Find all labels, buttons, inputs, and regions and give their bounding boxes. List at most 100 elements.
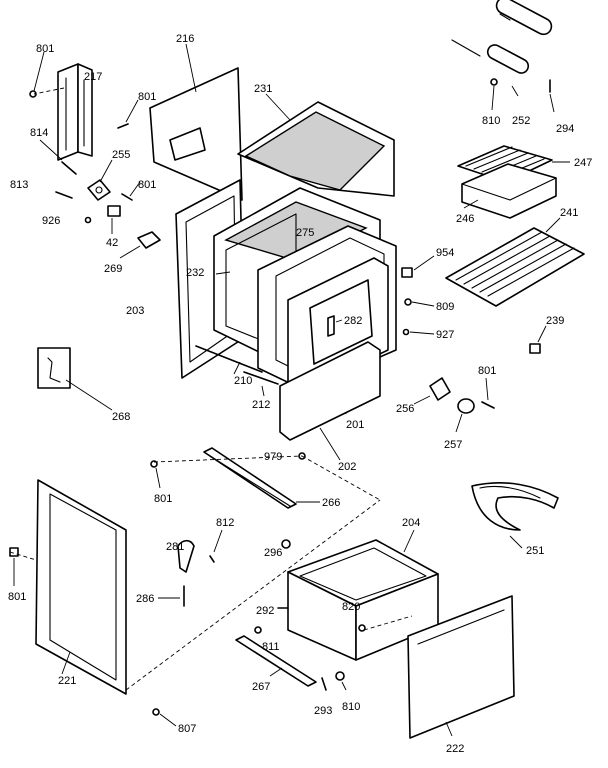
assembly-guide-lines [9, 87, 413, 691]
part-293-fastener [321, 677, 327, 691]
callout-212: 212 [252, 399, 270, 411]
callout-241: 241 [560, 207, 578, 219]
callout-820: 820 [342, 601, 360, 613]
callout-814: 814 [30, 127, 48, 139]
screw-801 [150, 460, 161, 489]
callout-801: 801 [478, 365, 496, 377]
part-241-oven-rack [445, 217, 585, 307]
callout-811: 811 [262, 641, 280, 653]
callout-294: 294 [556, 123, 574, 135]
part-954-knob [401, 255, 435, 278]
part-811-screw [254, 626, 262, 634]
callout-247: 247 [574, 157, 592, 169]
callout-221: 221 [58, 675, 76, 687]
part-222-drawer-panel [407, 595, 515, 739]
callout-801: 801 [8, 591, 26, 603]
callout-801: 801 [138, 179, 156, 191]
part-256-lamp-socket [413, 377, 451, 405]
callout-266: 266 [322, 497, 340, 509]
part-267-drawer-rail [235, 635, 317, 687]
part-268-hinge [37, 347, 113, 411]
callout-286: 286 [136, 593, 154, 605]
callout-267: 267 [252, 681, 270, 693]
callout-210: 210 [234, 375, 252, 387]
callout-232: 232 [186, 267, 204, 279]
part-252-element [451, 0, 553, 97]
part-294-fastener [549, 79, 555, 113]
callout-926: 926 [42, 215, 60, 227]
part-281-handle [177, 539, 195, 573]
callout-296: 296 [264, 547, 282, 559]
callout-269: 269 [104, 263, 122, 275]
callout-257: 257 [444, 439, 462, 451]
callout-201: 201 [346, 419, 364, 431]
callout-255: 255 [112, 149, 130, 161]
callout-222: 222 [446, 743, 464, 755]
callout-42: 42 [106, 237, 118, 249]
callout-217: 217 [84, 71, 102, 83]
part-266-drawer-slide [203, 447, 320, 509]
callout-801: 801 [154, 493, 172, 505]
callout-203: 203 [126, 305, 144, 317]
callout-252: 252 [512, 115, 530, 127]
part-286-rod [158, 585, 185, 607]
part-810-screw [490, 78, 498, 111]
part-212-trim [243, 371, 279, 397]
callout-281: 281 [166, 541, 184, 553]
part-282-door-lock [327, 315, 343, 337]
part-926-fastener [84, 216, 92, 224]
screw-801 [121, 181, 141, 201]
part-204-storage-drawer [287, 529, 439, 661]
part-269-bracket [119, 231, 161, 259]
callout-810: 810 [482, 115, 500, 127]
callout-256: 256 [396, 403, 414, 415]
part-257-lamp-cover [455, 398, 475, 433]
callout-239: 239 [546, 315, 564, 327]
part-202-door-gasket [279, 341, 381, 461]
callout-807: 807 [178, 723, 196, 735]
part-251-bake-element [471, 481, 559, 549]
screw-814 [39, 139, 77, 175]
callout-927: 927 [436, 329, 454, 341]
part-809-screw [404, 298, 435, 307]
screw-813 [55, 191, 73, 199]
part-820-screw [358, 624, 366, 632]
screw-801 [9, 547, 19, 586]
part-231-cabinet-top [237, 93, 395, 197]
callout-979: 979 [264, 451, 282, 463]
callout-812: 812 [216, 517, 234, 529]
callout-202: 202 [338, 461, 356, 473]
callout-246: 246 [456, 213, 474, 225]
screw-801 [481, 377, 495, 409]
callout-954: 954 [436, 247, 454, 259]
callout-809: 809 [436, 301, 454, 313]
callout-801: 801 [138, 91, 156, 103]
callout-231: 231 [254, 83, 272, 95]
callout-292: 292 [256, 605, 274, 617]
part-810-screw [335, 671, 347, 691]
part-201-oven-door [287, 257, 389, 415]
part-927-fastener [402, 328, 435, 336]
part-246-broiler-pan [461, 163, 557, 219]
part-239-rack-stop [529, 325, 547, 354]
part-812-screw [209, 529, 223, 563]
callout-251: 251 [526, 545, 544, 557]
callout-813: 813 [10, 179, 28, 191]
part-210-trim [195, 345, 263, 375]
callout-268: 268 [112, 411, 130, 423]
part-42-clip [107, 205, 121, 234]
part-296-fastener [281, 539, 291, 549]
callout-801: 801 [36, 43, 54, 55]
callout-labels: 801 217 216 801 231 814 255 813 801 926 … [8, 33, 592, 755]
part-216-back-panel [149, 43, 243, 201]
callout-275: 275 [296, 227, 314, 239]
callout-216: 216 [176, 33, 194, 45]
part-807-screw [152, 708, 177, 727]
part-255-bracket [87, 159, 113, 201]
callout-810: 810 [342, 701, 360, 713]
callout-204: 204 [402, 517, 420, 529]
callout-293: 293 [314, 705, 332, 717]
screw-801 [117, 99, 139, 129]
part-221-door-frame [35, 479, 127, 695]
